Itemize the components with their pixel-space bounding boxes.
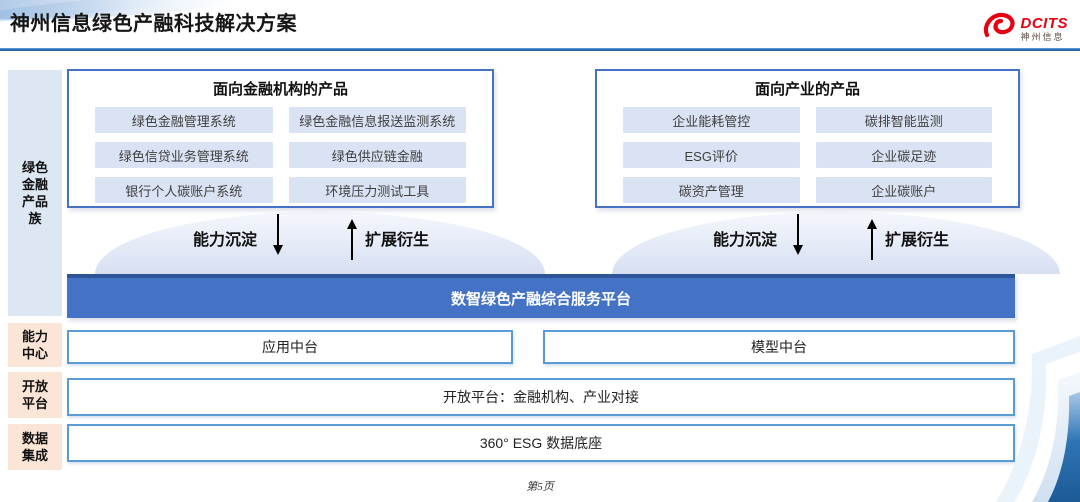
product-pill: 企业碳足迹 bbox=[815, 142, 992, 168]
header: 神州信息绿色产融科技解决方案 DCITS 神州信息 bbox=[0, 0, 1080, 52]
product-box-financial-institutions: 面向金融机构的产品 绿色金融管理系统 绿色金融信息报送监测系统 绿色信贷业务管理… bbox=[67, 69, 494, 208]
arrow-down-icon bbox=[793, 214, 803, 255]
header-divider bbox=[0, 48, 1080, 51]
logo-company-text: 神州信息 bbox=[1020, 31, 1065, 42]
sidebar-label-capability-center: 能力 中心 bbox=[8, 323, 62, 367]
arrow-label-capability-settling: 能力沉淀 bbox=[713, 232, 778, 249]
dome-decoration-left bbox=[95, 212, 545, 274]
sidebar-label-product-family: 绿色 金融 产品 族 bbox=[8, 70, 62, 316]
dome-decoration-right bbox=[612, 212, 1060, 274]
product-pill: ESG评价 bbox=[623, 142, 800, 168]
arrow-label-capability-settling: 能力沉淀 bbox=[193, 232, 258, 249]
product-box-industry: 面向产业的产品 企业能耗管控 碳排智能监测 ESG评价 企业碳足迹 碳资产管理 … bbox=[595, 69, 1020, 208]
product-pill: 绿色金融管理系统 bbox=[95, 107, 273, 133]
arrow-up-icon bbox=[347, 219, 357, 260]
product-pill-grid: 绿色金融管理系统 绿色金融信息报送监测系统 绿色信贷业务管理系统 绿色供应链金融… bbox=[69, 99, 492, 203]
product-box-title: 面向产业的产品 bbox=[754, 81, 860, 98]
product-pill: 绿色金融信息报送监测系统 bbox=[288, 107, 466, 133]
product-pill: 碳排智能监测 bbox=[815, 107, 992, 133]
product-pill: 银行个人碳账户系统 bbox=[95, 177, 273, 203]
product-box-title: 面向金融机构的产品 bbox=[212, 81, 348, 98]
sidebar-label-data-integration: 数据 集成 bbox=[8, 424, 62, 470]
product-pill: 绿色信贷业务管理系统 bbox=[95, 142, 273, 168]
platform-bar: 数智绿色产融综合服务平台 bbox=[67, 274, 1015, 318]
product-pill: 环境压力测试工具 bbox=[288, 177, 466, 203]
middle-platform-model: 模型中台 bbox=[543, 330, 1015, 364]
page-title: 神州信息绿色产融科技解决方案 bbox=[10, 13, 297, 35]
arrow-label-expand-derive: 扩展衍生 bbox=[885, 232, 950, 249]
arrow-label-expand-derive: 扩展衍生 bbox=[365, 232, 430, 249]
product-pill: 企业能耗管控 bbox=[623, 107, 800, 133]
middle-platform-application: 应用中台 bbox=[67, 330, 513, 364]
product-pill-grid: 企业能耗管控 碳排智能监测 ESG评价 企业碳足迹 碳资产管理 企业碳账户 bbox=[597, 99, 1018, 203]
product-pill: 绿色供应链金融 bbox=[288, 142, 466, 168]
arrow-up-icon bbox=[867, 219, 877, 260]
dcits-swirl-icon bbox=[982, 11, 1016, 46]
arrow-down-icon bbox=[273, 214, 283, 255]
open-platform-row: 开放平台：金融机构、产业对接 bbox=[67, 378, 1015, 416]
logo-brand-text: DCITS bbox=[1020, 14, 1068, 32]
dcits-logo: DCITS 神州信息 bbox=[982, 11, 1069, 46]
sidebar-label-open-platform: 开放 平台 bbox=[8, 372, 62, 418]
page-number: 第5页 bbox=[526, 481, 554, 493]
product-pill: 碳资产管理 bbox=[623, 177, 800, 203]
logo-text-block: DCITS 神州信息 bbox=[1021, 16, 1069, 42]
esg-data-base-row: 360° ESG 数据底座 bbox=[67, 424, 1015, 462]
product-pill: 企业碳账户 bbox=[815, 177, 992, 203]
